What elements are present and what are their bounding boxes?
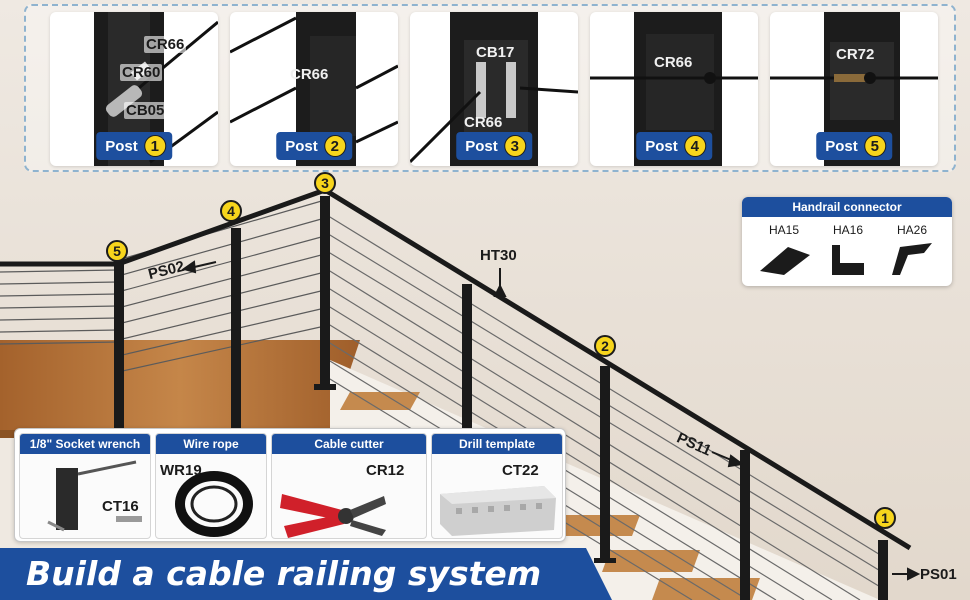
post-1-number: 1 — [143, 135, 166, 157]
ha16-part-icon — [832, 245, 864, 275]
tools-panel: 1/8" Socket wrench CT16 Wire rope WR19 C… — [14, 428, 566, 542]
post-card-4: CR66 Post 4 — [590, 12, 758, 166]
post-5-part-1: CR72 — [836, 46, 875, 63]
pointer-arrows — [181, 260, 921, 581]
marker-5: 5 — [106, 240, 128, 262]
post-detail-strip: CR66 CR60 CB05 Post 1 CR66 Post 2 — [24, 4, 956, 172]
code-ps01: PS01 — [920, 566, 957, 583]
ha26-part-icon — [892, 243, 932, 275]
connector-item-ha16: HA16 — [818, 223, 878, 282]
post-3-part-2: CR66 — [464, 114, 503, 131]
tool-socket-wrench-code: CT16 — [102, 498, 139, 515]
post-2-badge: Post 2 — [276, 132, 352, 160]
connector-item-ha26-label: HA26 — [896, 223, 928, 237]
post-1-part-1: CR66 — [144, 36, 187, 53]
connector-item-ha15-label: HA15 — [768, 223, 800, 237]
post-5-number: 5 — [863, 135, 886, 157]
post-2-label: Post — [285, 137, 318, 155]
code-ht30: HT30 — [480, 247, 517, 264]
connector-item-ha26: HA26 — [882, 223, 942, 282]
tool-cable-cutter: Cable cutter CR12 — [271, 433, 427, 539]
headline-text: Build a cable railing system — [26, 554, 542, 593]
handrail-connector-box: Handrail connector HA15 HA16 HA26 — [742, 197, 952, 286]
tool-wire-rope-title: Wire rope — [156, 434, 266, 454]
marker-3: 3 — [314, 172, 336, 194]
marker-2: 2 — [594, 335, 616, 357]
post-1-badge: Post 1 — [96, 132, 172, 160]
ha15-part-icon — [760, 247, 810, 275]
tool-drill-template-code: CT22 — [502, 462, 539, 479]
headline-banner: Build a cable railing system — [0, 548, 612, 600]
tool-wire-rope: Wire rope WR19 — [155, 433, 267, 539]
post-5-label: Post — [825, 137, 858, 155]
post-1-label: Post — [105, 137, 138, 155]
tool-drill-template-title: Drill template — [432, 434, 562, 454]
post-4-label: Post — [645, 137, 678, 155]
post-4-badge: Post 4 — [636, 132, 712, 160]
post-3-label: Post — [465, 137, 498, 155]
post-3-badge: Post 3 — [456, 132, 532, 160]
drill-template-icon — [440, 486, 556, 536]
post-3-number: 3 — [503, 135, 526, 157]
post-4-number: 4 — [683, 135, 706, 157]
wire-rope-coil-icon — [175, 471, 253, 537]
post-1-part-3: CB05 — [124, 102, 167, 119]
post-4-part-1: CR66 — [654, 54, 693, 71]
post-2-number: 2 — [323, 135, 346, 157]
post-card-2: CR66 Post 2 — [230, 12, 398, 166]
socket-wrench-icon — [47, 460, 142, 532]
railing-posts — [114, 196, 888, 600]
landing-cables — [0, 199, 326, 373]
post-5-badge: Post 5 — [816, 132, 892, 160]
post-1-part-2: CR60 — [120, 64, 163, 81]
connector-item-ha16-label: HA16 — [832, 223, 864, 237]
post-card-1: CR66 CR60 CB05 Post 1 — [50, 12, 218, 166]
tool-socket-wrench: 1/8" Socket wrench CT16 — [19, 433, 151, 539]
tool-drill-template: Drill template CT22 — [431, 433, 563, 539]
post-3-part-1: CB17 — [476, 44, 515, 61]
cable-cutter-icon — [280, 494, 386, 538]
tool-socket-wrench-title: 1/8" Socket wrench — [20, 434, 150, 454]
connector-item-ha15: HA15 — [754, 223, 814, 282]
post-card-5: CR72 Post 5 — [770, 12, 938, 166]
tool-cable-cutter-title: Cable cutter — [272, 434, 426, 454]
handrail-connector-title: Handrail connector — [742, 197, 952, 217]
marker-4: 4 — [220, 200, 242, 222]
tool-wire-rope-code: WR19 — [160, 462, 202, 479]
tool-cable-cutter-code: CR12 — [366, 462, 405, 479]
post-2-part-1: CR66 — [290, 66, 329, 83]
marker-1: 1 — [874, 507, 896, 529]
post-card-3: CB17 CR66 Post 3 — [410, 12, 578, 166]
top-rail — [0, 187, 912, 551]
